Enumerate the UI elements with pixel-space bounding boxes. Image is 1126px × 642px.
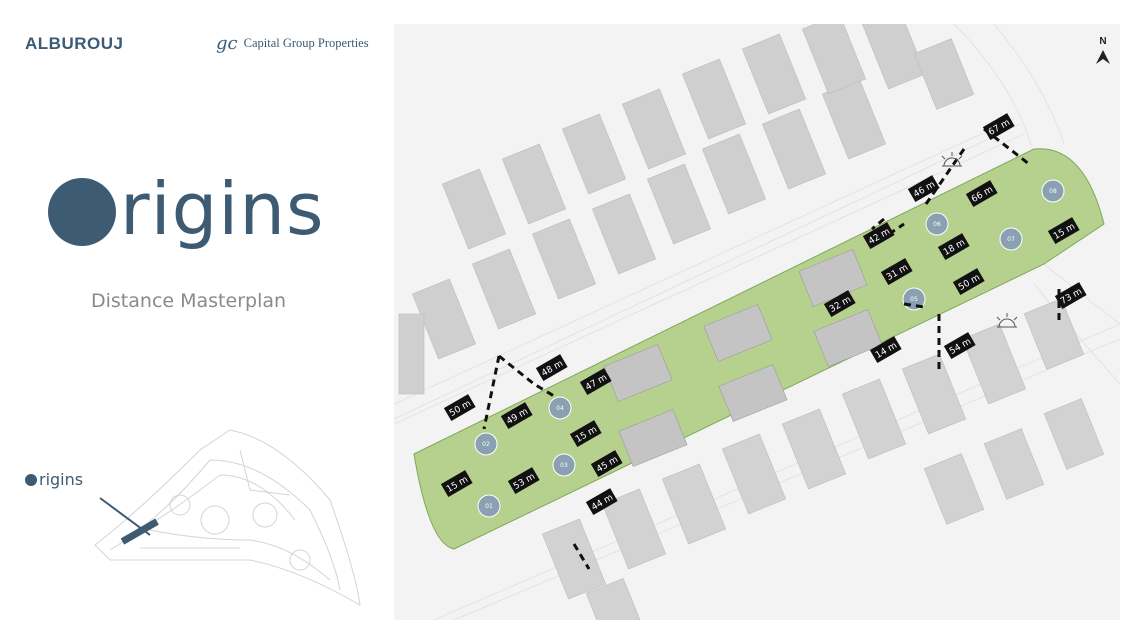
- distance-lines: [482, 127, 1061, 570]
- location-mini-map: [94, 429, 361, 606]
- distance-label-bg: [507, 467, 540, 495]
- compass-north-label: N: [1099, 36, 1106, 47]
- distance-label-bg: [943, 332, 976, 360]
- mini-map-label: rigins: [25, 470, 83, 489]
- distance-label-bg: [823, 290, 856, 318]
- distance-label-bg: [535, 354, 568, 382]
- masterplan-map[interactable]: 01 02 03 04 05 06 07 08: [394, 24, 1120, 620]
- distance-label-bg: [1054, 282, 1087, 310]
- distance-label-bg: [880, 258, 913, 286]
- brand-logo: ALBUROUJ: [25, 34, 124, 53]
- distance-label: 67 m: [982, 113, 1015, 141]
- distance-label-bg: [869, 336, 902, 364]
- mini-label-dot-icon: [25, 473, 37, 486]
- tower-07[interactable]: [999, 227, 1023, 251]
- title-text: rigins: [120, 167, 325, 251]
- tower-02[interactable]: [474, 432, 498, 456]
- distance-label-bg: [907, 175, 940, 203]
- tower-01-label: 01: [485, 503, 493, 510]
- compass: N: [1096, 36, 1110, 64]
- partner-monogram-icon: gc: [216, 33, 238, 54]
- tower-06[interactable]: [925, 212, 949, 236]
- distance-label-bg: [443, 394, 476, 422]
- distance-label-bg: [500, 402, 533, 430]
- tower-03-label: 03: [560, 462, 568, 469]
- page-title: rigins: [48, 173, 324, 246]
- page-subtitle: Distance Masterplan: [91, 290, 287, 312]
- distance-label-bg: [585, 488, 618, 516]
- distance-label-bg: [579, 368, 612, 396]
- project-site: [413, 148, 1105, 550]
- north-arrow-icon: [1096, 50, 1110, 64]
- distance-label-bg: [1047, 217, 1080, 245]
- partner-logo: gc Capital Group Properties: [216, 33, 369, 54]
- tower-08-label: 08: [1049, 188, 1057, 195]
- tower-04[interactable]: [548, 396, 572, 420]
- tower-07-label: 07: [1007, 236, 1015, 243]
- sun-icon: [941, 152, 963, 167]
- tower-markers: 01 02 03 04 05 06 07 08: [474, 179, 1065, 518]
- distance-label-bg: [569, 420, 602, 448]
- distance-label: 50 m: [443, 394, 476, 422]
- distance-label-bg: [590, 450, 623, 478]
- tower-08[interactable]: [1041, 179, 1065, 203]
- left-panel: ALBUROUJ gc Capital Group Properties rig…: [0, 0, 392, 642]
- distance-label-bg: [440, 470, 473, 498]
- distance-label-bg: [965, 180, 998, 208]
- sun-icon-south: [996, 313, 1018, 328]
- distance-label-bg: [862, 222, 895, 250]
- mini-map-site-marker: [120, 518, 159, 545]
- partner-name: Capital Group Properties: [243, 36, 369, 50]
- mini-label-text: rigins: [39, 470, 84, 489]
- distance-label-bg: [982, 113, 1015, 141]
- distance-label: 48 m: [535, 354, 568, 382]
- tower-02-label: 02: [482, 441, 490, 448]
- masterplan-svg: 01 02 03 04 05 06 07 08: [394, 24, 1120, 620]
- tower-01[interactable]: [477, 494, 501, 518]
- title-dot-icon: [48, 178, 116, 246]
- tower-05-label: 05: [910, 296, 918, 303]
- tower-04-label: 04: [556, 405, 564, 412]
- distance-label-bg: [937, 233, 970, 261]
- tower-03[interactable]: [552, 453, 576, 477]
- distance-label-bg: [952, 268, 985, 296]
- tower-06-label: 06: [933, 221, 941, 228]
